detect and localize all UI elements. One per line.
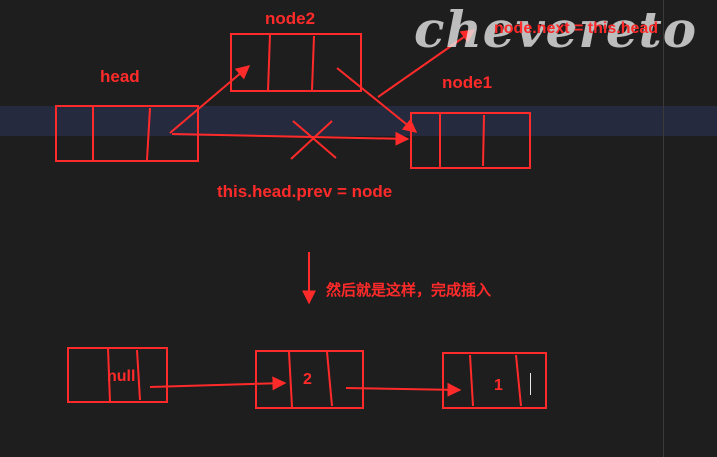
head-node — [55, 105, 199, 162]
arrow-head-to-node2 — [169, 65, 251, 134]
null-node-box — [67, 347, 168, 403]
arrow-to-next-label — [377, 29, 476, 98]
arrow-head-to-node1 — [171, 131, 410, 146]
next-assign-label: node.next = this.head — [494, 20, 659, 37]
head-label: head — [100, 67, 140, 86]
node-1-value: 1 — [494, 377, 503, 394]
result-note: 然后就是这样，完成插入 — [326, 282, 492, 299]
watermark-logo: chevereto — [414, 0, 698, 59]
arrow-null-to-node-2 — [149, 376, 287, 391]
node1-box — [410, 112, 531, 169]
node-2-value: 2 — [303, 371, 312, 388]
node2-box — [230, 33, 362, 92]
node-1-box — [442, 352, 547, 409]
text-cursor — [530, 373, 531, 395]
cross-mark — [290, 120, 337, 160]
editor-divider — [663, 0, 664, 457]
node1-label: node1 — [442, 73, 493, 92]
arrow-node2-to-node1 — [336, 67, 418, 133]
arrow-node-2-to-node-1 — [345, 382, 462, 397]
highlight-band — [0, 106, 717, 136]
prev-assign-label: this.head.prev = node — [217, 182, 393, 201]
node2-label: node2 — [265, 9, 316, 28]
node-2-box — [255, 350, 364, 409]
null-node-value: null — [107, 368, 136, 385]
